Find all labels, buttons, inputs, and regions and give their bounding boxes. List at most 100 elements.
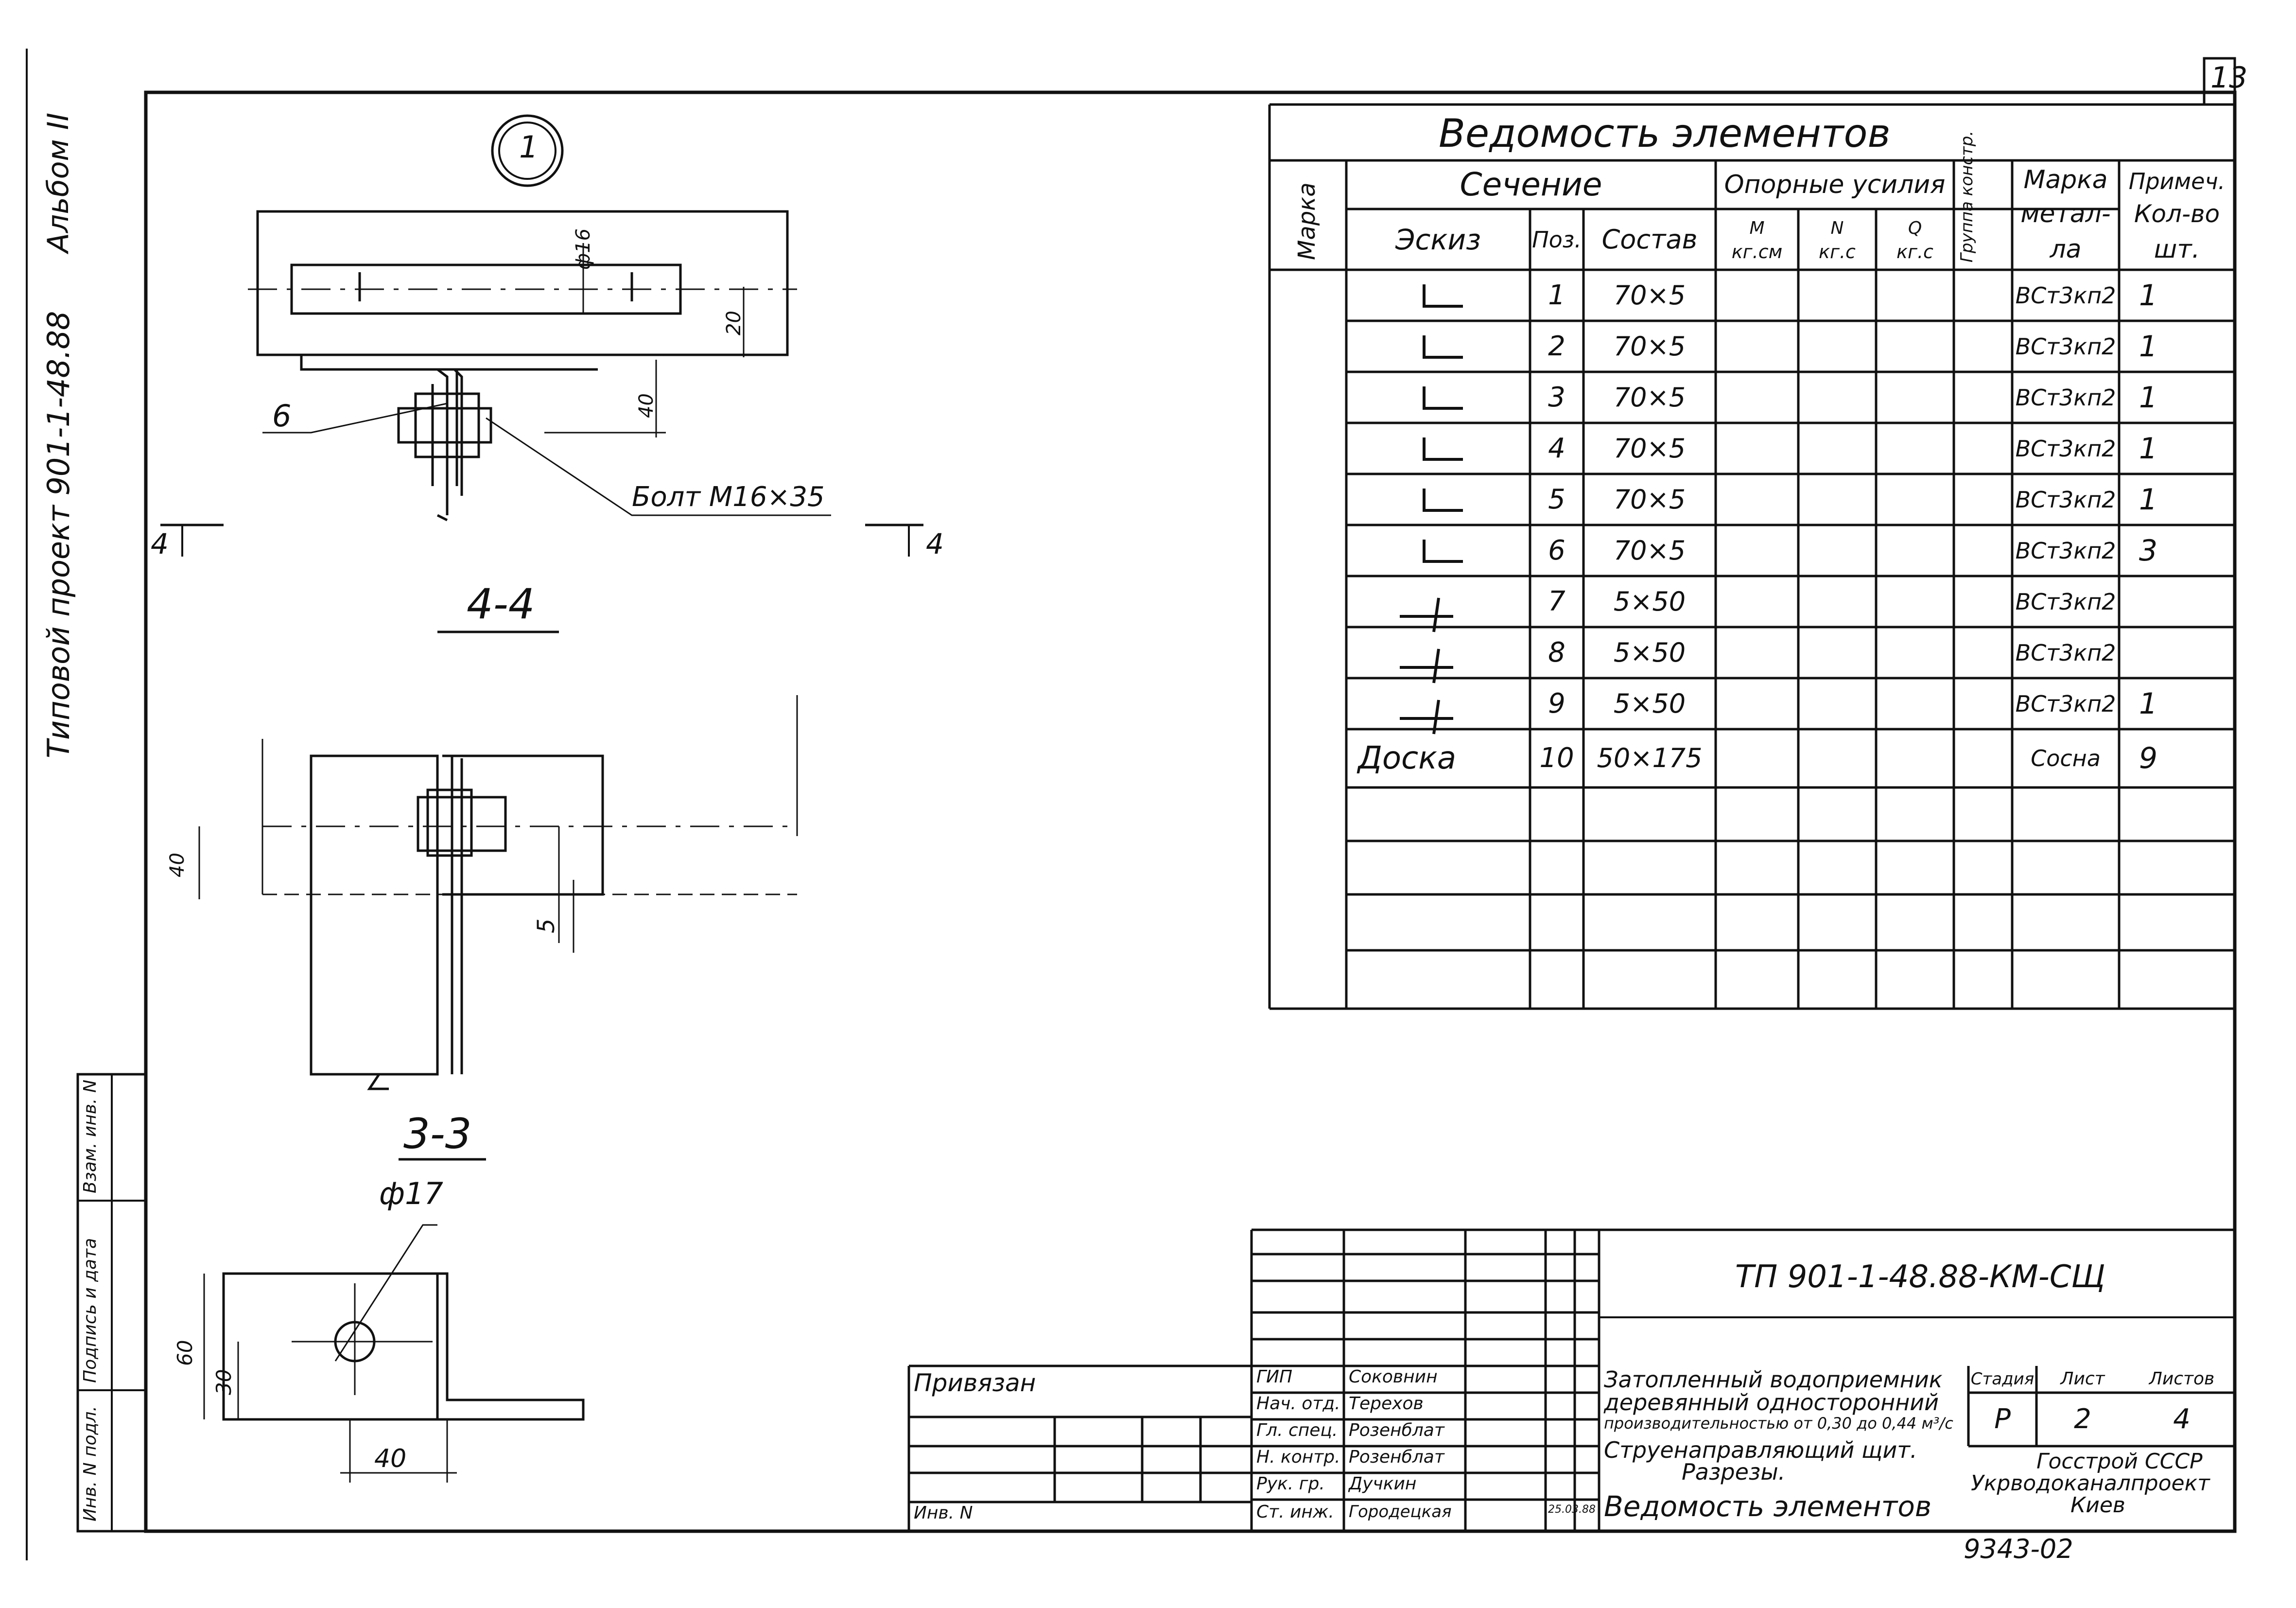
stamp-vzam: Взам. инв. N: [80, 1080, 100, 1193]
circle-mark-number: 1: [519, 129, 539, 165]
col-section: Сечение: [1460, 166, 1602, 203]
role-gip: ГИП: [1256, 1367, 1293, 1387]
row-sostav: 70×5: [1613, 484, 1686, 515]
col-sketch: Эскиз: [1395, 223, 1481, 256]
row-qty: 1: [2139, 686, 2158, 721]
col-m: М: [1749, 218, 1765, 238]
dim-5: 5: [533, 918, 560, 933]
sign-date: 25.03.88: [1548, 1503, 1596, 1516]
bolt-label: Болт М16×35: [632, 481, 825, 513]
row-metal: ВСт3кп2: [2015, 690, 2116, 717]
h-stage: Стадия: [1970, 1369, 2035, 1389]
col-sostav: Состав: [1601, 224, 1698, 255]
role-stinzh: Ст. инж.: [1256, 1502, 1334, 1522]
row-sostav: 5×50: [1613, 637, 1686, 668]
row-metal: ВСт3кп2: [2015, 435, 2116, 462]
desc-6: Ведомость элементов: [1604, 1490, 1931, 1523]
row-sostav: 70×5: [1613, 433, 1686, 464]
col-note-1: Примеч.: [2128, 168, 2226, 194]
dim-phi16: ф16: [572, 228, 594, 270]
row-sostav: 50×175: [1597, 743, 1703, 773]
role-nach: Нач. отд.: [1256, 1394, 1340, 1414]
col-forces: Опорные усилия: [1724, 170, 1946, 199]
row-pos: 8: [1548, 636, 1565, 668]
org-1: Госстрой СССР: [2036, 1449, 2203, 1474]
col-q: Q: [1908, 218, 1922, 238]
desc-2: деревянный односторонний: [1604, 1389, 1939, 1416]
table-title: Ведомость элементов: [1439, 111, 1891, 156]
row-metal: ВСт3кп2: [2015, 588, 2116, 615]
col-pos: Поз.: [1532, 226, 1582, 253]
row-sostav: 70×5: [1613, 331, 1686, 362]
col-n-unit: кг.с: [1819, 241, 1856, 262]
stamp-podpis: Подпись и дата: [80, 1238, 100, 1383]
col-metal-2: метал-: [2020, 199, 2111, 228]
desc-1: Затопленный водоприемник: [1604, 1366, 1943, 1393]
name-5: Городецкая: [1349, 1502, 1452, 1521]
row-metal: ВСт3кп2: [2015, 384, 2116, 411]
album-label: Альбом II: [41, 112, 75, 253]
row-sostav: 5×50: [1613, 586, 1686, 617]
row-sostav: 70×5: [1613, 280, 1686, 311]
stamp-inv-podl: Инв. N подл.: [80, 1406, 100, 1521]
row-metal: ВСт3кп2: [2015, 486, 2116, 513]
row-qty: [2119, 627, 2177, 678]
sheet-number: 13: [2210, 61, 2248, 95]
section-arrow-right: 4: [926, 527, 944, 560]
h-list: Лист: [2060, 1369, 2105, 1389]
col-metal-1: Марка: [2023, 165, 2108, 194]
row-metal: ВСт3кп2: [2015, 333, 2116, 360]
row-pos: 2: [1548, 330, 1565, 362]
role-rukgr: Рук. гр.: [1256, 1474, 1325, 1494]
row-metal: ВСт3кп2: [2015, 282, 2116, 309]
row-pos: 5: [1548, 483, 1565, 515]
row-qty: 1: [2139, 380, 2158, 415]
row-sostav: 5×50: [1613, 688, 1686, 719]
doc-code: ТП 901-1-48.88-КМ-СЩ: [1735, 1259, 2105, 1295]
project-label: Типовой проект 901-1-48.88: [41, 311, 76, 758]
name-1: Терехов: [1349, 1394, 1424, 1414]
dim-60: 60: [173, 1340, 197, 1366]
dim-20: 20: [723, 311, 745, 335]
row-qty: 1: [2139, 278, 2158, 313]
col-q-unit: кг.с: [1896, 241, 1933, 262]
row-pos: 1: [1548, 279, 1565, 311]
col-group: Группа констр.: [1957, 130, 1977, 262]
col-metal-3: ла: [2050, 234, 2082, 264]
section-arrow-left: 4: [151, 527, 169, 560]
col-note-3: шт.: [2154, 234, 2200, 264]
dim-40b: 40: [166, 853, 189, 877]
row-sostav: 70×5: [1613, 382, 1686, 413]
col-m-unit: кг.см: [1731, 241, 1783, 262]
desc-5: Разрезы.: [1682, 1459, 1786, 1485]
name-2: Розенблат: [1349, 1420, 1444, 1440]
row-pos: 6: [1548, 534, 1565, 566]
row-qty: [2119, 576, 2177, 627]
inv-n-label: Инв. N: [914, 1503, 973, 1523]
desc-4: Струенаправляющий щит.: [1604, 1437, 1917, 1463]
role-nkontr: Н. контр.: [1256, 1447, 1340, 1467]
name-4: Дучкин: [1349, 1474, 1417, 1494]
lists-value: 4: [2173, 1403, 2191, 1435]
name-3: Розенблат: [1349, 1447, 1444, 1467]
row-sostav: 70×5: [1613, 535, 1686, 566]
row-sketch-text: Доска: [1357, 740, 1457, 776]
row-pos: 7: [1548, 585, 1565, 617]
row-pos: 10: [1539, 742, 1574, 774]
row-qty: 9: [2139, 741, 2158, 775]
row-qty: 1: [2139, 329, 2158, 364]
section-title-3-3: 3-3: [403, 1110, 472, 1158]
row-metal: Сосна: [2031, 745, 2101, 771]
org-2: Укрводоканалпроект: [1971, 1471, 2210, 1496]
org-3: Киев: [2070, 1493, 2125, 1518]
stage-value: Р: [1994, 1403, 2011, 1435]
label-6: 6: [272, 398, 292, 434]
col-marka: Марка: [1293, 182, 1321, 260]
dim-phi17: ф17: [379, 1176, 443, 1211]
desc-3: производительностью от 0,30 до 0,44 м³/с: [1604, 1414, 1953, 1433]
privyazan-label: Привязан: [914, 1369, 1036, 1397]
row-qty: 3: [2139, 533, 2158, 568]
row-pos: 4: [1548, 432, 1565, 464]
col-note-2: Кол-во: [2134, 200, 2220, 228]
